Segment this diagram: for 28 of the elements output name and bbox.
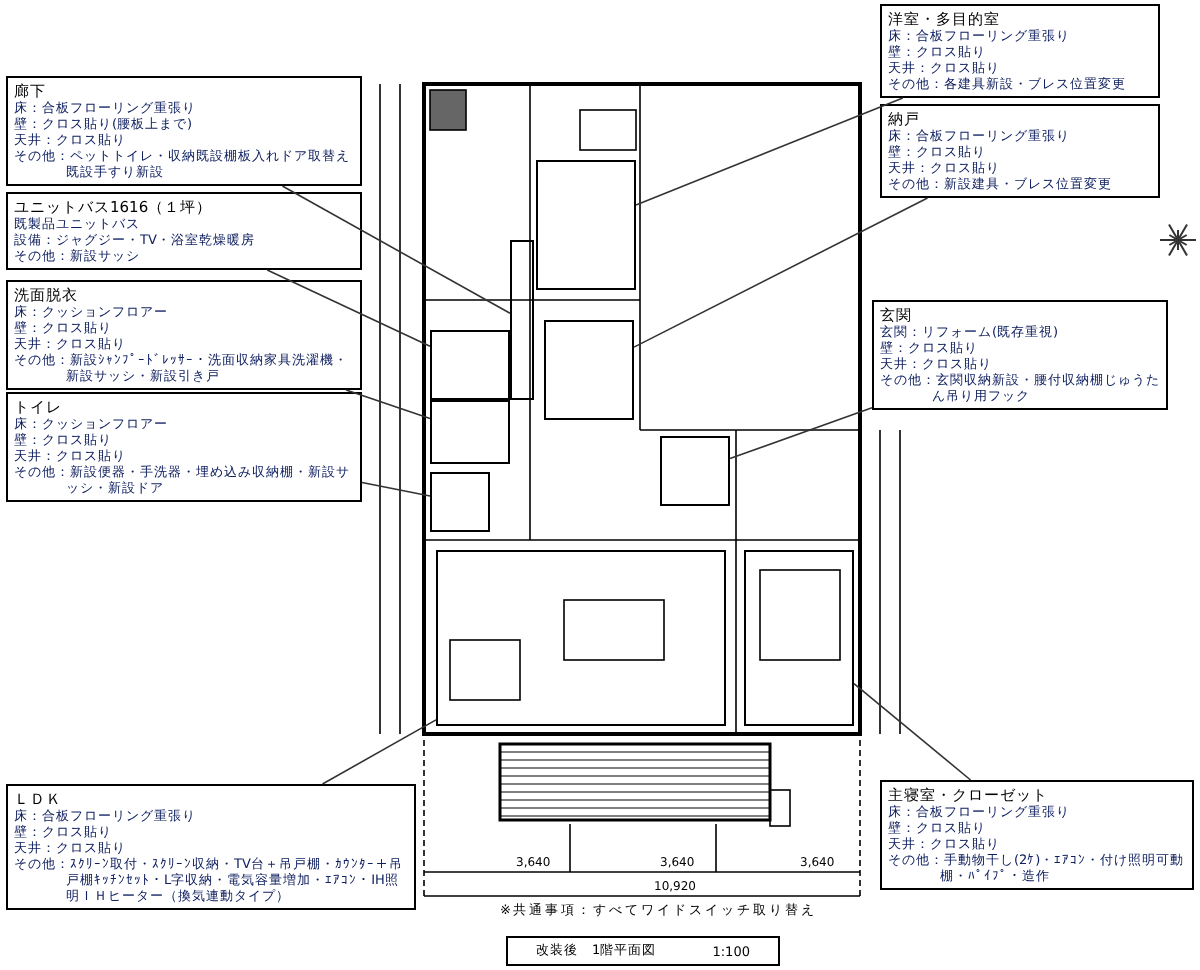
leader-line <box>266 269 431 348</box>
callout-box <box>872 300 1168 410</box>
leader-line <box>853 682 972 781</box>
callout-box <box>6 76 362 186</box>
title-box <box>506 936 780 966</box>
room-outline <box>544 320 634 420</box>
room-outline <box>436 550 726 726</box>
room-outline <box>430 330 510 400</box>
room-outline <box>536 160 636 290</box>
callout-box <box>6 280 362 390</box>
leader-line <box>345 389 431 420</box>
callout-box <box>880 780 1194 890</box>
callout-box <box>6 392 362 502</box>
room-outline <box>430 472 490 532</box>
leader-line <box>281 185 511 315</box>
leader-line <box>361 481 431 497</box>
room-outline <box>744 550 854 726</box>
callout-box <box>880 104 1160 198</box>
room-outline <box>430 400 510 464</box>
leader-line <box>321 719 437 785</box>
room-outline <box>660 436 730 506</box>
leader-line <box>635 97 904 206</box>
callout-box <box>880 4 1160 98</box>
leader-line <box>633 197 929 348</box>
callout-box <box>6 192 362 270</box>
callout-box <box>6 784 416 910</box>
room-outline <box>510 240 534 400</box>
leader-line <box>729 407 873 460</box>
